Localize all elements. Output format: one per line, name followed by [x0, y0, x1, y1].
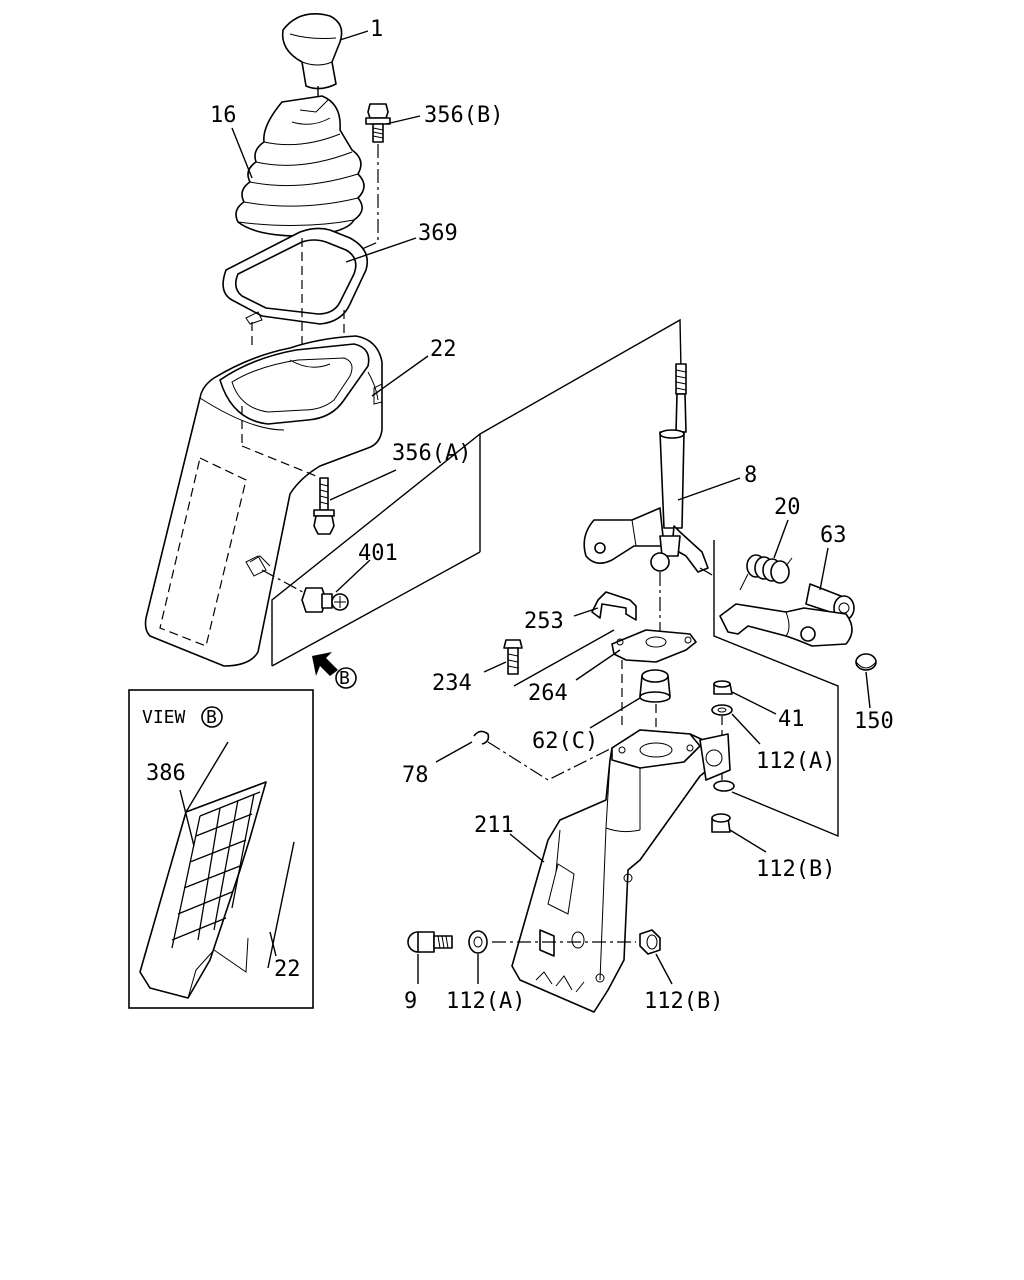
- label-16: 16: [210, 103, 237, 128]
- label-8: 8: [744, 463, 757, 488]
- shift-lever: [583, 363, 709, 573]
- leader-369: [345, 237, 417, 263]
- label-401: 401: [358, 541, 398, 566]
- label-112b-bottom: 112(B): [644, 989, 723, 1014]
- label-78: 78: [402, 763, 429, 788]
- nut-112b-bottom: [639, 929, 661, 955]
- leader-253: [573, 607, 599, 617]
- leader-150: [865, 671, 871, 709]
- plate-264: [611, 629, 697, 663]
- leader-62c: [589, 697, 641, 729]
- leader-41: [731, 691, 777, 715]
- label-20: 20: [774, 495, 801, 520]
- bolt-234: [503, 639, 523, 675]
- label-41: 41: [778, 707, 805, 732]
- cap-150: [855, 653, 877, 671]
- shift-boot: [235, 95, 365, 237]
- bolt-356b: [365, 103, 391, 143]
- leader-356b: [385, 115, 421, 125]
- label-112a-right: 112(A): [756, 749, 835, 774]
- nut-41: [713, 680, 733, 695]
- inset-label-386: 386: [146, 761, 186, 786]
- clip-401: [245, 555, 349, 613]
- shift-knob: [281, 13, 343, 102]
- view-arrow-label: B: [339, 668, 350, 689]
- leader-264: [575, 649, 621, 681]
- leader-8: [677, 477, 741, 501]
- leader-63: [819, 547, 829, 591]
- frame-line-right: [713, 540, 839, 838]
- leader-22: [371, 355, 429, 397]
- label-211: 211: [474, 813, 514, 838]
- retaining-ring-78: [473, 730, 490, 745]
- leader-1: [339, 30, 369, 41]
- center-line-356b: [345, 144, 379, 257]
- plate-253: [591, 591, 637, 621]
- leader-20: [773, 519, 789, 559]
- leader-401: [335, 559, 371, 593]
- label-356a: 356(A): [392, 441, 471, 466]
- leader-264-upper: [513, 629, 615, 687]
- label-253: 253: [524, 609, 564, 634]
- leader-78: [435, 741, 473, 763]
- trim-frame: [222, 227, 369, 325]
- frame-line-bottom: [271, 551, 481, 667]
- view-b-arrow: [312, 652, 357, 689]
- label-22: 22: [430, 337, 457, 362]
- label-63: 63: [820, 523, 847, 548]
- leader-211: [509, 833, 545, 863]
- label-1: 1: [370, 17, 383, 42]
- inset-title-letter: B: [206, 707, 217, 728]
- spring-20: [739, 554, 793, 591]
- label-62c: 62(C): [532, 729, 598, 754]
- washer-112a-right: [711, 704, 733, 716]
- nut-112b-right: [711, 813, 731, 833]
- inset-view-b: [128, 689, 314, 1009]
- console-cover: [144, 335, 383, 667]
- inset-label-22: 22: [274, 957, 301, 982]
- label-234: 234: [432, 671, 472, 696]
- leader-112b-right: [729, 829, 767, 853]
- leader-356a: [329, 469, 397, 501]
- label-369: 369: [418, 221, 458, 246]
- lever-bracket: [511, 729, 735, 1013]
- label-356b: 356(B): [424, 103, 503, 128]
- leader-112a-right: [731, 713, 761, 745]
- bolt-356a: [313, 477, 335, 535]
- bolt-9: [407, 931, 453, 953]
- inset-title: VIEW: [142, 707, 186, 728]
- leader-16: [231, 127, 253, 179]
- label-112a-bottom: 112(A): [446, 989, 525, 1014]
- label-264: 264: [528, 681, 568, 706]
- leader-112b-bottom: [655, 953, 673, 985]
- label-9: 9: [404, 989, 417, 1014]
- bushing-62c: [639, 669, 671, 703]
- label-112b-right: 112(B): [756, 857, 835, 882]
- label-150: 150: [854, 709, 894, 734]
- washer-112a-bottom: [468, 930, 488, 954]
- select-arm: [719, 603, 853, 647]
- leader-234: [483, 661, 507, 673]
